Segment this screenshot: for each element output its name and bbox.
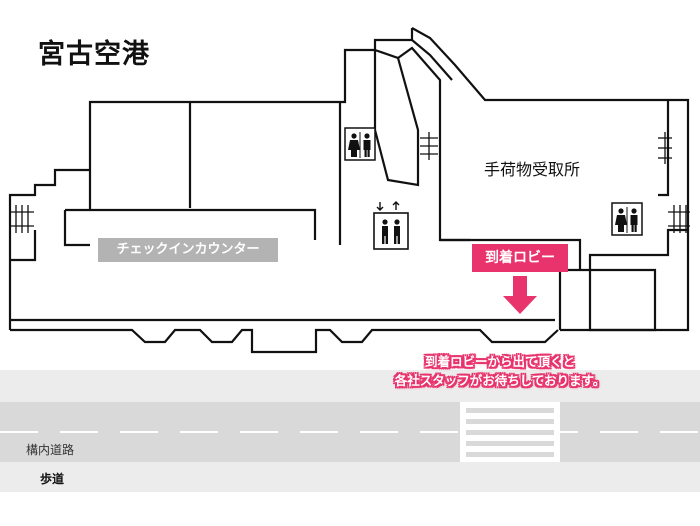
restroom-icon <box>344 127 376 161</box>
stairs-icon <box>10 205 34 233</box>
arrival-notice-line-1: 到着ロビーから出て頂くと <box>424 354 575 369</box>
baggage-claim-label: 手荷物受取所 <box>484 160 581 179</box>
stairs-icon <box>668 205 690 233</box>
arrow-down-icon <box>503 276 537 314</box>
service-road <box>0 402 700 462</box>
arrival-notice-line-2: 各社スタッフがお待ちしております。 <box>394 373 606 388</box>
stairs-icon <box>658 132 672 164</box>
plaza-strip <box>0 370 700 402</box>
restroom-icon <box>611 202 643 236</box>
arrival-lobby-label: 到着ロビー <box>472 244 568 272</box>
stairs-icon <box>420 132 438 160</box>
service-road-label: 構内道路 <box>26 443 75 457</box>
page-title: 宮古空港 <box>38 39 150 70</box>
arrival-notice: 到着ロビーから出て頂くと 各社スタッフがお待ちしております。 <box>350 352 650 390</box>
building-outline <box>8 27 690 354</box>
checkin-counter-label: チェックインカウンター <box>98 238 278 262</box>
crosswalk <box>460 402 560 462</box>
sidewalk <box>0 462 700 492</box>
sidewalk-label: 歩道 <box>40 472 65 486</box>
elevator-icon <box>373 201 409 250</box>
